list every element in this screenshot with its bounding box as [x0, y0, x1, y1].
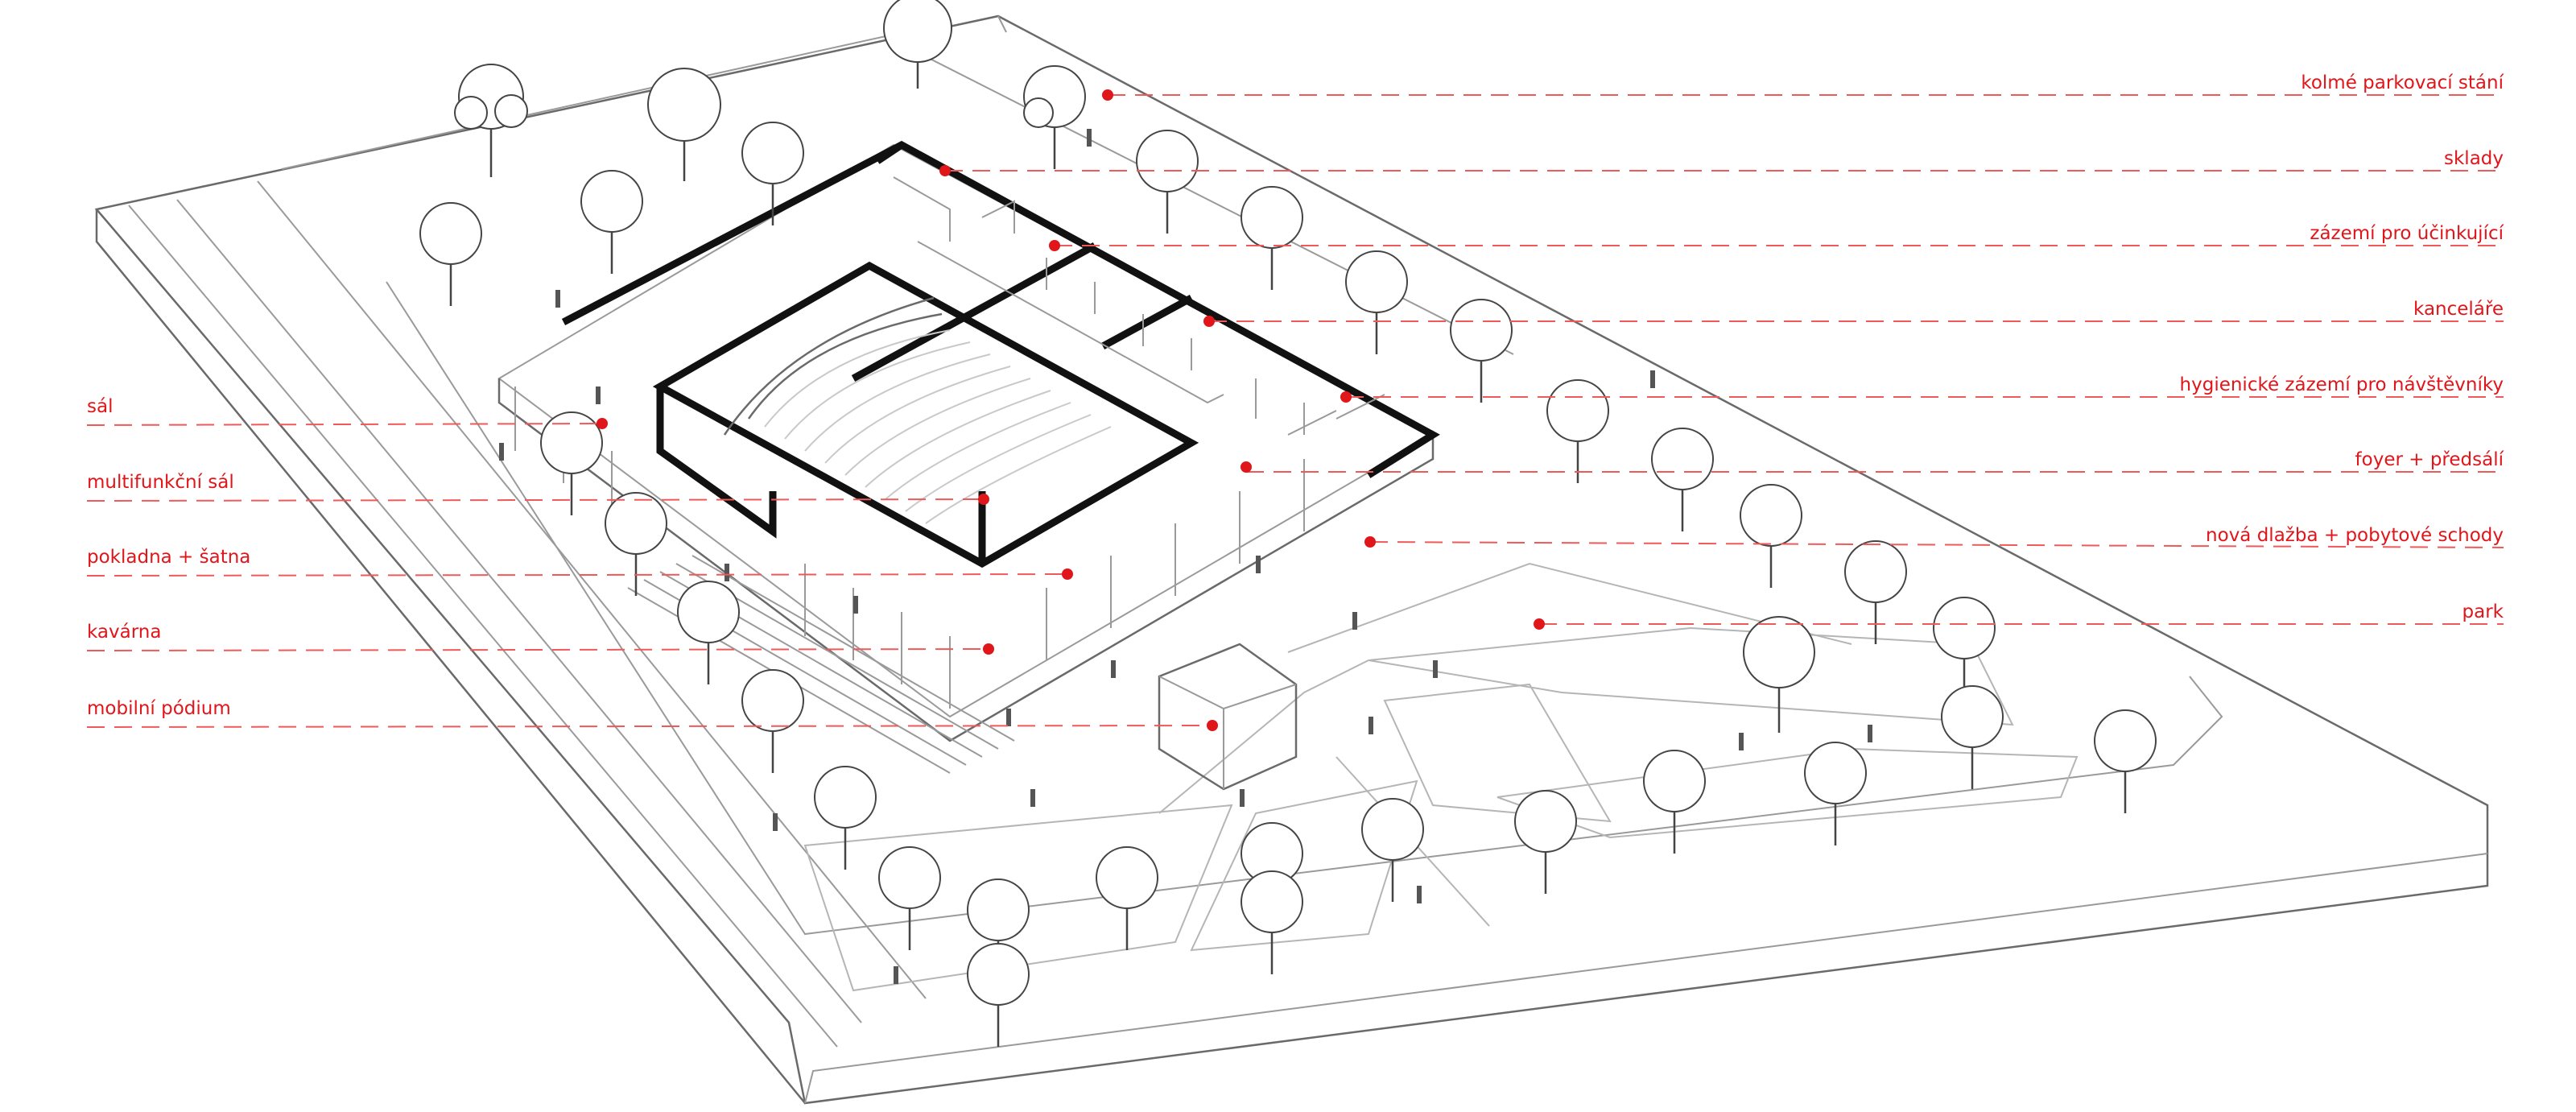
tree — [878, 846, 941, 950]
tree — [1651, 428, 1714, 531]
person — [499, 443, 504, 461]
tree — [677, 581, 740, 684]
tree — [1023, 65, 1086, 169]
tree — [454, 64, 528, 177]
marker-dot — [1203, 316, 1215, 327]
person — [1868, 725, 1872, 742]
tree — [1514, 790, 1577, 894]
tree — [814, 766, 877, 870]
label-kolme-parkovaci-stani: kolmé parkovací stání — [2301, 72, 2504, 93]
label-sal: sál — [87, 396, 113, 417]
tree — [1241, 870, 1303, 974]
tree — [741, 669, 804, 773]
person — [724, 564, 729, 581]
tree — [1546, 379, 1609, 483]
tree — [2094, 709, 2157, 813]
tree — [1241, 186, 1303, 290]
marker-dots — [597, 89, 1545, 731]
person — [596, 387, 601, 404]
label-kancelare: kanceláře — [2413, 299, 2504, 320]
marker-dot — [1534, 618, 1545, 630]
tree — [1136, 130, 1199, 234]
tree — [1844, 540, 1907, 644]
marker-dot — [1340, 391, 1352, 403]
marker-dot — [1364, 536, 1376, 548]
marker-dot — [1049, 240, 1060, 251]
tree — [1941, 685, 2004, 789]
label-park: park — [2462, 601, 2504, 622]
person — [1256, 556, 1261, 573]
tree — [1450, 299, 1513, 403]
tree — [1361, 798, 1424, 902]
person — [1240, 789, 1245, 807]
marker-dot — [978, 494, 989, 505]
mobile-stage — [1158, 643, 1298, 791]
tree — [419, 202, 482, 306]
marker-dot — [1207, 720, 1218, 731]
marker-dot — [597, 418, 608, 429]
person — [1650, 370, 1655, 388]
tree — [1740, 484, 1802, 588]
tree — [1096, 846, 1158, 950]
label-nova-dlazba: nová dlažba + pobytové schody — [2206, 525, 2504, 546]
tree — [1743, 616, 1815, 733]
label-multifunkcni-sal: multifunkční sál — [87, 472, 234, 493]
person — [1006, 709, 1011, 726]
person — [894, 966, 898, 984]
label-sklady: sklady — [2444, 148, 2504, 169]
person — [1111, 660, 1116, 678]
marker-dot — [983, 643, 994, 655]
tree — [580, 170, 643, 274]
building — [497, 140, 1440, 791]
label-pokladna-satna: pokladna + šatna — [87, 547, 250, 568]
tree — [1804, 742, 1867, 845]
marker-dot — [1241, 461, 1252, 473]
person — [555, 290, 560, 308]
label-kavarna: kavárna — [87, 622, 161, 643]
trees — [419, 0, 2157, 1047]
person — [853, 596, 858, 614]
tree — [1345, 250, 1408, 354]
seating-stairs — [627, 555, 1015, 774]
service-rooms — [893, 176, 1385, 436]
marker-dot — [1062, 568, 1073, 580]
person — [1087, 129, 1092, 147]
site-base — [94, 14, 2489, 1105]
person — [773, 813, 778, 831]
person — [1030, 789, 1035, 807]
person — [1352, 612, 1357, 630]
marker-dot — [1102, 89, 1113, 101]
tree — [1933, 597, 1996, 701]
tree — [741, 122, 804, 225]
label-foyer-predsali: foyer + předsálí — [2355, 449, 2504, 470]
person — [1368, 717, 1373, 734]
park-paths — [803, 562, 2079, 992]
person — [1739, 733, 1744, 750]
person — [1433, 660, 1438, 678]
right-labels: kolmé parkovací stání sklady zázemí pro … — [2180, 72, 2504, 622]
label-mobilni-podium: mobilní pódium — [87, 698, 231, 719]
tree — [647, 68, 721, 181]
label-hygienicke-zazemi: hygienické zázemí pro návštěvníky — [2180, 374, 2504, 395]
tree — [1643, 750, 1706, 854]
auditorium-seating — [764, 329, 1112, 524]
tree — [883, 0, 952, 89]
person — [1417, 886, 1422, 903]
tree — [967, 943, 1030, 1047]
left-labels: sál multifunkční sál pokladna + šatna ka… — [87, 396, 250, 719]
leader-lines — [86, 94, 2504, 728]
tree — [605, 492, 667, 596]
label-zazemi-ucinkujici: zázemí pro účinkující — [2310, 223, 2504, 244]
marker-dot — [939, 165, 951, 176]
people — [499, 129, 1872, 984]
tree — [540, 411, 603, 515]
